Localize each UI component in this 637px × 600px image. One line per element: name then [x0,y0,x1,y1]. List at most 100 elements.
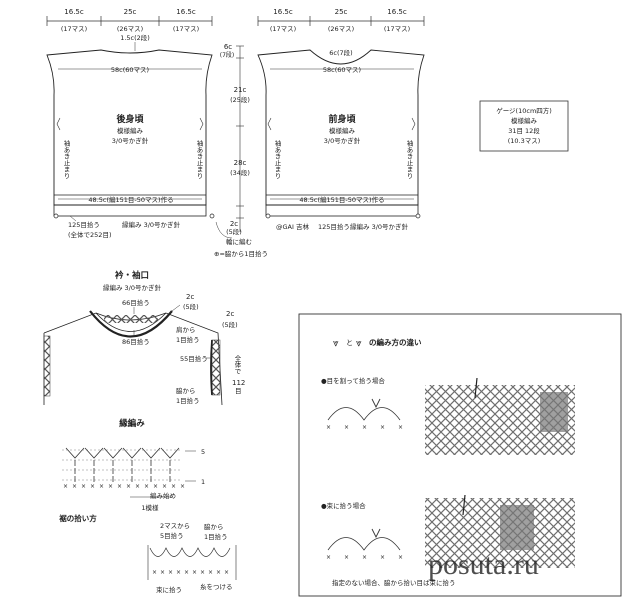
back-outline [46,49,213,206]
front-armhole-left: 袖あき止まり [273,139,281,180]
collar-2c-a: 2c [186,293,194,301]
edge-x-stitch: × [81,483,86,490]
symbol-arc [327,407,401,421]
edge-x-stitch: × [135,483,140,490]
inset-case2: ●束に拾う場合 [321,501,366,510]
measure-21c: 21c [234,86,247,94]
hempick-side2: 1目拾う [204,532,228,541]
hem-pickup-diagram: 裾の拾い方 2マスから 5目拾う 脇から 1目拾う ×××××××××× 束に拾… [59,513,237,594]
symbol-fan [371,398,381,409]
hempick-bundle: 束に拾う [156,585,182,594]
case1-symbols: ××××× [326,398,403,431]
side-pick-1: 脇から [176,387,196,395]
gauge-line2: 模様編み [511,116,538,125]
hem-x-stitch: × [224,569,229,576]
back-mesh-center: (26マス) [117,25,143,33]
hempick-title: 裾の拾い方 [59,513,97,523]
inset-case1: ●目を割って拾う場合 [321,376,385,385]
front-pattern: 模様編み [329,126,356,135]
inset-and: と [346,339,353,347]
hem-pickup-stitch-marks: ×××××××××× [152,569,229,576]
hempick-from: 2マスから [160,522,190,530]
measure-2c-rows: (5段) [226,227,242,236]
symbol-arc [327,537,401,551]
front-hem-pickup: 125目拾う [318,222,350,231]
edge-x-stitch: × [180,483,185,490]
back-armhole-right: 袖あき止まり [195,139,203,180]
symbol-x-stitch: × [380,554,385,561]
symbol-x-stitch: × [362,554,367,561]
edge-fan-stitch [141,447,161,459]
back-width-58: 58c(60マス) [111,66,149,74]
hem-x-stitch: × [216,569,221,576]
back-piece: 16.5c (17マス) 25c (26マス) 16.5c (17マス) 1.5… [46,8,215,239]
front-watermark: @GAI 吉林 [276,222,309,231]
inset-box: ⩔ と ⩔ の編み方の違い ●目を割って拾う場合 × × × × × ●束に拾う場合 ×… [298,313,622,597]
pickup-86: 86目拾う [122,337,150,346]
measure-2c: 2c [230,220,238,228]
back-hem: 48.5c(編151目-50マス)作る [88,195,173,204]
edge-fan-stitch [103,447,123,459]
front-hook: 3/0号かぎ針 [324,136,361,145]
edge-row1: 1 [201,478,205,486]
back-mesh-side-left: (17マス) [61,25,87,33]
collar-2c-b: 2c [226,310,234,318]
edge-x-stitch: × [90,483,95,490]
edge-x-stitch: × [153,483,158,490]
measure-6c-rows: (7段) [220,51,235,59]
edge-repeat: 1模様 [141,503,159,512]
edge-fan-stitch [122,447,142,459]
gauge-box: ゲージ(10cm四方) 模様編み 31目 12段 (10.3マス) [479,100,569,152]
edge-fan-stitch [84,447,104,459]
hem-x-stitch: × [176,569,181,576]
pickup-66: 66目拾う [122,298,150,307]
edge-x-stitch: × [63,483,68,490]
measure-21c-rows: (25段) [230,95,250,104]
symbol-x-stitch: × [344,424,349,431]
inset-symbol-2: ⩔ [356,338,362,349]
hempick-side1: 脇から [204,523,224,531]
symbol-x-stitch: × [326,554,331,561]
inset-title: の編み方の違い [369,337,422,347]
back-hook: 3/0号かぎ針 [112,136,149,145]
back-width-side-left: 16.5c [64,8,84,16]
edge-row5: 5 [201,448,205,456]
hempick-count: 5目拾う [160,531,184,540]
inset-footer: 指定のない場合、脇から拾い目は束に拾う [332,578,456,587]
edge-stitch-symbols: ×××××××××××××× [62,447,185,490]
pickup-55: 55目拾う [180,354,208,363]
gauge-line4: (10.3マス) [508,137,541,145]
front-width-side-right: 16.5c [387,8,407,16]
front-width-center: 25c [335,8,348,16]
back-hem-border: 縁編み 3/0号かぎ針 [122,220,181,229]
front-mesh-side-right: (17マス) [384,25,410,33]
vertical-measurements: 6c (7段) 21c (25段) 28c (34段) 2c (5段) 輪に編む… [214,43,268,258]
collar-subtitle: 縁編み 3/0号かぎ針 [103,283,162,292]
edge-x-stitch: × [144,483,149,490]
collar-2c-b-rows: (5段) [222,320,238,329]
collar-title: 衿・袖口 [115,270,149,281]
back-hem-pickup: 125目拾う [68,220,100,229]
front-outline [257,49,425,206]
back-pattern: 模様編み [117,126,144,135]
edge-x-stitch: × [108,483,113,490]
measure-28c: 28c [234,159,247,167]
symbol-x-stitch: × [326,424,331,431]
inset-symbol-1: ⩔ [333,338,339,349]
symbol-x-stitch: × [380,424,385,431]
gauge-line1: ゲージ(10cm四方) [496,106,552,115]
symbol-x-stitch: × [344,554,349,561]
back-mesh-side-right: (17マス) [173,25,199,33]
back-width-side-right: 16.5c [176,8,196,16]
front-width-side-left: 16.5c [273,8,293,16]
hem-x-stitch: × [200,569,205,576]
front-neck-depth: 6c(7段) [329,48,352,57]
edge-fan-stitch [65,447,85,459]
collar-2c-a-rows: (5段) [183,302,199,311]
side-pick-note: ⊕=脇から1目拾う [214,249,268,258]
back-armhole-left: 袖あき止まり [62,139,70,180]
front-piece: 16.5c (17マス) 25c (26マス) 16.5c (17マス) 6c(… [257,8,425,231]
edge-fan-stitch [160,447,180,459]
symbol-fan [371,528,381,539]
site-watermark: posuta.ru [428,548,539,581]
